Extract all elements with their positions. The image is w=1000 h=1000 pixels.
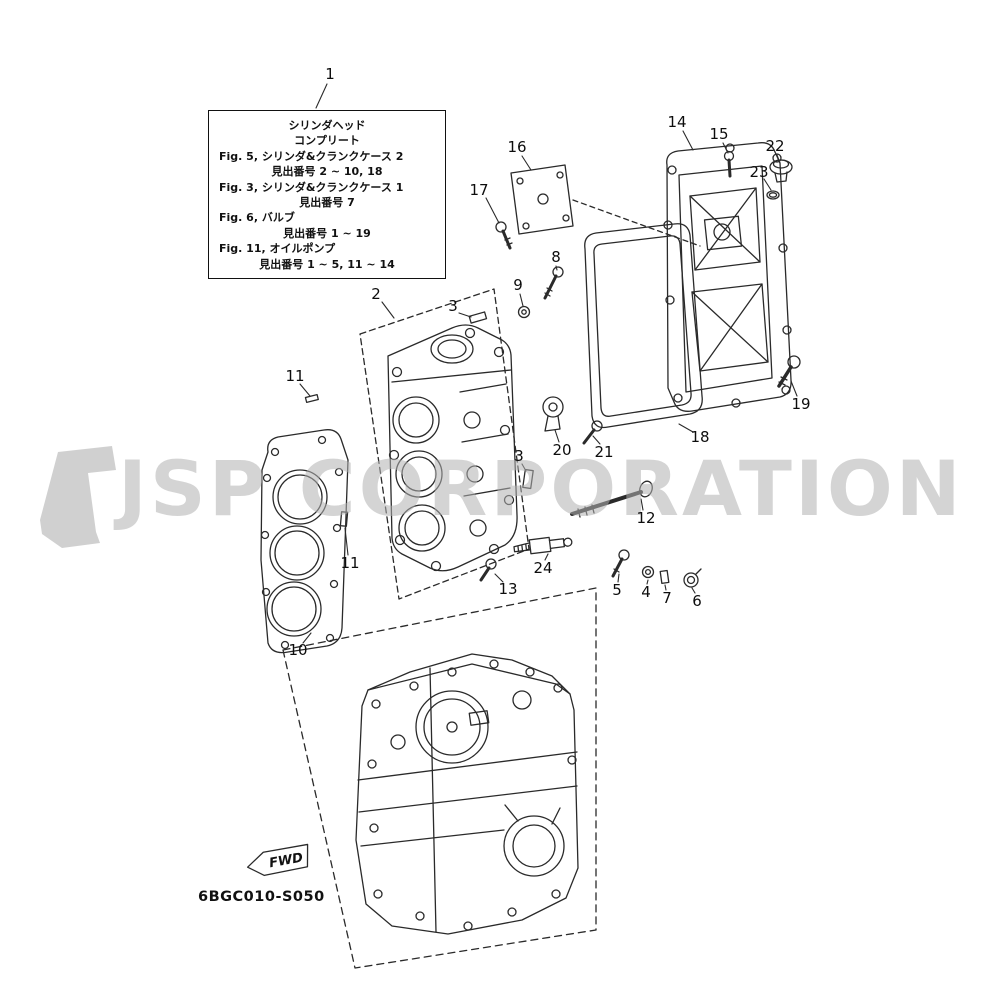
info-box-line: 見出番号 1 ~ 19	[283, 226, 371, 240]
head-gasket-part10	[260, 429, 349, 654]
leader-line-11	[299, 383, 311, 397]
watermark-logo	[40, 446, 116, 548]
leader-line-12	[640, 498, 644, 511]
leader-line-7	[664, 584, 667, 591]
anode-plug-part6	[683, 568, 702, 588]
leader-line-23	[763, 178, 772, 191]
bolt-part8	[543, 266, 564, 300]
cap-plug-part22	[769, 159, 793, 183]
leader-line-22	[776, 154, 781, 164]
breather-plate-part16	[510, 164, 701, 247]
leader-line-5	[617, 573, 620, 583]
leader-line-6	[691, 587, 696, 594]
leader-line-3	[458, 312, 472, 318]
leader-line-15	[722, 142, 729, 154]
cylinder-head-dashed-box	[359, 288, 530, 600]
leader-line-20	[554, 429, 560, 443]
info-box-line: Fig. 5, シリンダ&クランクケース 2	[219, 149, 404, 163]
dowel-pin-part3-lower	[522, 468, 534, 490]
bolt-part21	[582, 420, 603, 445]
fwd-label: FWD	[268, 851, 304, 872]
dowel-pin-part3-upper	[468, 311, 488, 324]
info-box-line: 見出番号 7	[299, 195, 355, 209]
leader-line-21	[592, 435, 601, 445]
cover-gasket-part18	[584, 223, 703, 429]
cylinder-block-dashed-box	[282, 587, 597, 969]
washer-part9	[517, 305, 531, 319]
leader-lines-layer	[299, 83, 798, 644]
leader-line-17	[485, 197, 500, 224]
leader-line-3	[521, 463, 527, 472]
cylinder-head-part2	[387, 324, 518, 572]
bolt-part12	[570, 480, 653, 518]
info-box-line: 見出番号 1 ~ 5, 11 ~ 14	[259, 257, 395, 271]
leader-line-11	[344, 527, 349, 556]
cylinder-block	[355, 653, 579, 935]
collar-part7	[659, 569, 670, 585]
leader-line-9	[519, 293, 524, 307]
pin-part11-upper	[304, 393, 319, 404]
bolt-part19	[777, 355, 801, 388]
bolt-part17	[495, 221, 513, 250]
leader-line-4	[646, 579, 649, 585]
pin-part11-lower	[339, 511, 349, 527]
plate-part20	[542, 396, 564, 432]
info-box-line: シリンダヘッド	[288, 119, 366, 132]
info-box-line: コンプリート	[294, 134, 360, 148]
info-box-line: Fig. 3, シリンダ&クランクケース 1	[219, 180, 404, 194]
leader-line-18	[678, 423, 694, 433]
info-box-line: 見出番号 2 ~ 10, 18	[271, 165, 383, 179]
leader-line-13	[494, 573, 504, 583]
leader-line-19	[790, 380, 798, 397]
leader-line-10	[302, 632, 312, 644]
spark-plug-part24	[513, 536, 573, 555]
cylinder-head-cover-part14	[663, 142, 792, 412]
drawing-code: 6BGC010-S050	[198, 889, 325, 905]
bolt-part15	[723, 150, 735, 178]
info-box-line: Fig. 6, バルブ	[219, 211, 295, 225]
leader-line-8	[555, 265, 558, 271]
leader-line-16	[521, 155, 532, 171]
bolt-part5	[611, 549, 630, 578]
o-ring-part23	[766, 190, 780, 200]
washer-part4	[641, 565, 655, 579]
leader-line-1	[315, 83, 328, 109]
leader-line-2	[381, 301, 395, 319]
info-box-line: Fig. 11, オイルポンプ	[219, 242, 336, 256]
leader-line-24	[544, 553, 549, 561]
leader-line-14	[682, 130, 694, 151]
bolt-part13	[479, 558, 497, 582]
fwd-arrow: FWD	[246, 843, 309, 877]
